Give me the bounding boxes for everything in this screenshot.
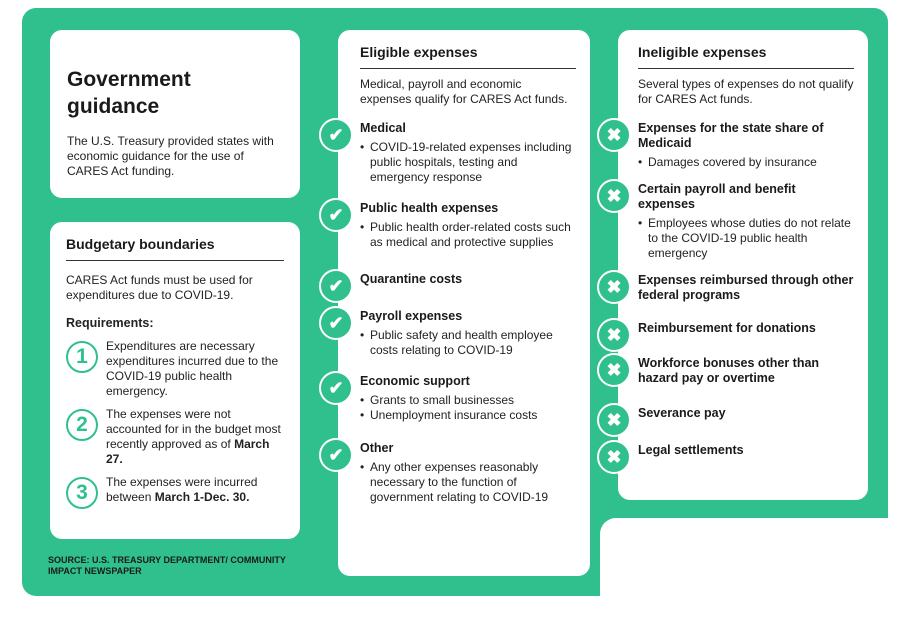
x-icon: ✖ [597, 403, 631, 437]
requirement-item: 3 The expenses were incurred between Mar… [66, 475, 284, 509]
bullet-text: Grants to small businesses [360, 393, 576, 408]
ineligible-item: ✖ Severance pay [597, 403, 854, 437]
requirement-body: The expenses were incurred between [106, 475, 258, 504]
ineligible-item-heading: Certain payroll and benefit expenses [638, 182, 796, 211]
eligible-item-heading: Public health expenses [360, 201, 499, 215]
requirement-number-2: 2 [66, 409, 98, 441]
ineligible-item: ✖Certain payroll and benefit expensesEmp… [597, 179, 854, 261]
ineligible-item: ✖ Legal settlements [597, 440, 854, 474]
requirement-text: The expenses were not accounted for in t… [106, 407, 284, 467]
bullet-text: Public health order-related costs such a… [360, 220, 576, 250]
eligible-item: ✔ Payroll expensesPublic safety and healt… [319, 306, 576, 358]
eligible-item-bullets: Public health order-related costs such a… [360, 220, 576, 250]
ineligible-item-heading: Workforce bonuses other than hazard pay … [638, 356, 820, 385]
check-icon: ✔ [319, 269, 353, 303]
requirement-body: The expenses were not accounted for in t… [106, 407, 281, 451]
eligible-item-heading: Payroll expenses [360, 309, 463, 323]
eligible-item-bullets: Any other expenses reasonably necessary … [360, 460, 576, 505]
requirement-body: Expenditures are necessary expenditures … [106, 339, 279, 398]
background-notch [600, 518, 896, 628]
requirement-text: Expenditures are necessary expenditures … [106, 339, 284, 399]
divider [638, 68, 854, 69]
eligible-item-bullets: Public safety and health employee costs … [360, 328, 576, 358]
requirement-number-3: 3 [66, 477, 98, 509]
eligible-item: ✔ OtherAny other expenses reasonably nece… [319, 438, 576, 505]
ineligible-items-list: ✖Expenses for the state share of Medicai… [597, 118, 854, 474]
eligible-item-bullets: COVID-19-related expenses including publ… [360, 140, 576, 185]
ineligible-intro: Several types of expenses do not qualify… [638, 77, 854, 106]
divider [66, 260, 284, 261]
government-guidance-title: Government guidance [67, 68, 191, 118]
ineligible-item-heading: Severance pay [638, 406, 726, 420]
bullet-text: COVID-19-related expenses including publ… [360, 140, 576, 185]
ineligible-item-heading: Expenses reimbursed through other federa… [638, 273, 854, 302]
ineligible-item: ✖Workforce bonuses other than hazard pay… [597, 353, 854, 387]
requirement-date: March 27. [106, 437, 270, 466]
ineligible-item-heading: Expenses for the state share of Medicaid [638, 121, 824, 150]
bullet-text: Damages covered by insurance [638, 155, 854, 170]
bullet-text: Unemployment insurance costs [360, 408, 576, 423]
x-icon: ✖ [597, 440, 631, 474]
check-icon: ✔ [319, 198, 353, 232]
ineligible-expenses-title: Ineligible expenses [638, 44, 767, 60]
eligible-item-bullets: Grants to small businessesUnemployment i… [360, 393, 576, 423]
x-icon: ✖ [597, 179, 631, 213]
requirements-label: Requirements: [66, 316, 154, 330]
ineligible-item-bullets: Damages covered by insurance [638, 155, 854, 170]
eligible-item: ✔ Quarantine costs [319, 269, 576, 303]
government-guidance-body: The U.S. Treasury provided states with e… [67, 134, 274, 178]
eligible-item: ✔ Economic supportGrants to small busines… [319, 371, 576, 423]
bullet-text: Any other expenses reasonably necessary … [360, 460, 576, 505]
requirement-item: 2 The expenses were not accounted for in… [66, 407, 284, 467]
eligible-item-heading: Economic support [360, 374, 470, 388]
eligible-expenses-title: Eligible expenses [360, 44, 478, 60]
eligible-item-heading: Quarantine costs [360, 272, 463, 286]
ineligible-item-heading: Legal settlements [638, 443, 744, 457]
check-icon: ✔ [319, 306, 353, 340]
ineligible-item-heading: Reimbursement for donations [638, 321, 816, 335]
requirement-number-1: 1 [66, 341, 98, 373]
requirement-text: The expenses were incurred between March… [106, 475, 284, 505]
eligible-items-list: ✔ MedicalCOVID-19-related expenses includ… [319, 118, 576, 505]
bullet-text: Employees whose duties do not relate to … [638, 216, 854, 261]
x-icon: ✖ [597, 270, 631, 304]
eligible-item: ✔ Public health expensesPublic health ord… [319, 198, 576, 250]
eligible-expenses-card: Eligible expenses Medical, payroll and e… [319, 30, 590, 576]
x-icon: ✖ [597, 318, 631, 352]
budgetary-boundaries-card: Budgetary boundaries CARES Act funds mus… [50, 222, 300, 539]
x-icon: ✖ [597, 353, 631, 387]
ineligible-item: ✖Expenses reimbursed through other feder… [597, 270, 854, 304]
source-credit: SOURCE: U.S. TREASURY DEPARTMENT/ COMMUN… [48, 555, 286, 576]
bullet-text: Public safety and health employee costs … [360, 328, 576, 358]
check-icon: ✔ [319, 371, 353, 405]
requirement-item: 1 Expenditures are necessary expenditure… [66, 339, 284, 399]
eligible-item-heading: Other [360, 441, 394, 455]
requirements-list: 1 Expenditures are necessary expenditure… [66, 339, 284, 509]
divider [360, 68, 576, 69]
ineligible-item-bullets: Employees whose duties do not relate to … [638, 216, 854, 261]
eligible-item-heading: Medical [360, 121, 406, 135]
x-icon: ✖ [597, 118, 631, 152]
ineligible-item: ✖ Reimbursement for donations [597, 318, 854, 352]
ineligible-item: ✖Expenses for the state share of Medicai… [597, 118, 854, 170]
requirement-date: March 1-Dec. 30. [154, 490, 250, 504]
budgetary-intro: CARES Act funds must be used for expendi… [66, 273, 253, 302]
ineligible-expenses-card: Ineligible expenses Several types of exp… [597, 30, 868, 500]
check-icon: ✔ [319, 438, 353, 472]
government-guidance-card: Government guidance The U.S. Treasury pr… [50, 30, 300, 198]
budgetary-boundaries-title: Budgetary boundaries [66, 236, 215, 252]
eligible-intro: Medical, payroll and economic expenses q… [360, 77, 568, 106]
eligible-item: ✔ MedicalCOVID-19-related expenses includ… [319, 118, 576, 185]
check-icon: ✔ [319, 118, 353, 152]
